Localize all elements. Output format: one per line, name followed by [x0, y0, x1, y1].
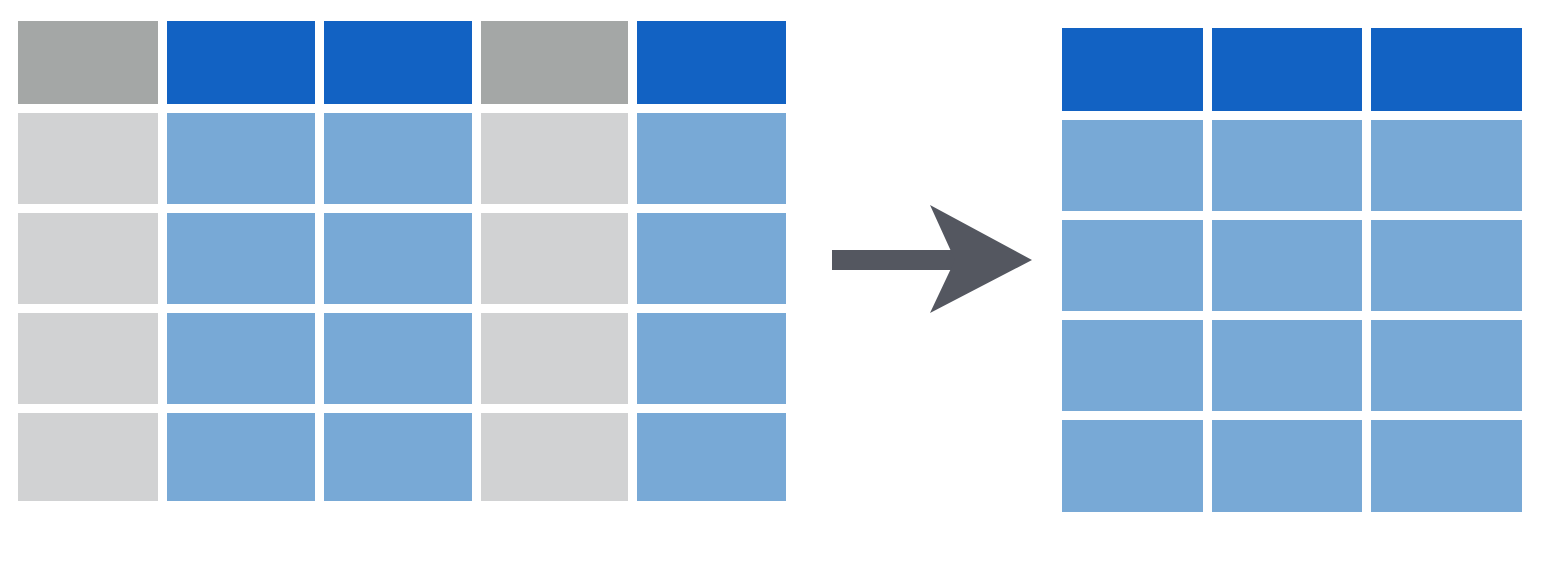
- source-body-cell-selected: [167, 413, 324, 501]
- source-body-cell-dropped: [18, 413, 167, 501]
- result-body-cell-selected: [1212, 420, 1371, 512]
- result-header-cell-selected: [1062, 28, 1212, 120]
- result-body-cell-selected: [1062, 220, 1212, 320]
- source-body-cell-dropped: [481, 413, 637, 501]
- source-body-cell-dropped: [481, 113, 637, 213]
- result-body-cell-selected: [1212, 320, 1371, 420]
- arrow-shaft: [832, 250, 955, 270]
- result-body-cell-selected: [1212, 120, 1371, 220]
- source-body-cell-selected: [167, 313, 324, 413]
- source-body-cell-selected: [324, 213, 481, 313]
- source-body-cell-selected: [637, 413, 786, 501]
- source-header-cell-dropped: [18, 21, 167, 113]
- source-body-cell-selected: [167, 213, 324, 313]
- source-header-cell-selected: [324, 21, 481, 113]
- source-body-cell-dropped: [18, 113, 167, 213]
- source-body-cell-dropped: [481, 213, 637, 313]
- source-body-cell-dropped: [481, 313, 637, 413]
- result-body-cell-selected: [1062, 120, 1212, 220]
- result-body-cell-selected: [1212, 220, 1371, 320]
- source-body-cell-selected: [324, 113, 481, 213]
- arrow-head: [930, 205, 1032, 313]
- source-body-cell-selected: [637, 113, 786, 213]
- source-body-cell-dropped: [18, 313, 167, 413]
- source-body-cell-selected: [637, 313, 786, 413]
- source-header-cell-dropped: [481, 21, 637, 113]
- result-body-cell-selected: [1062, 420, 1212, 512]
- result-table: [1062, 28, 1522, 512]
- source-table: [18, 21, 786, 501]
- source-header-cell-selected: [167, 21, 324, 113]
- source-body-cell-selected: [167, 113, 324, 213]
- result-body-cell-selected: [1371, 420, 1522, 512]
- result-body-cell-selected: [1371, 320, 1522, 420]
- result-body-cell-selected: [1371, 120, 1522, 220]
- right-arrow-icon: [832, 205, 1032, 313]
- source-body-cell-selected: [637, 213, 786, 313]
- source-header-cell-selected: [637, 21, 786, 113]
- source-body-cell-dropped: [18, 213, 167, 313]
- result-header-cell-selected: [1371, 28, 1522, 120]
- source-body-cell-selected: [324, 413, 481, 501]
- result-body-cell-selected: [1371, 220, 1522, 320]
- result-body-cell-selected: [1062, 320, 1212, 420]
- source-body-cell-selected: [324, 313, 481, 413]
- result-header-cell-selected: [1212, 28, 1371, 120]
